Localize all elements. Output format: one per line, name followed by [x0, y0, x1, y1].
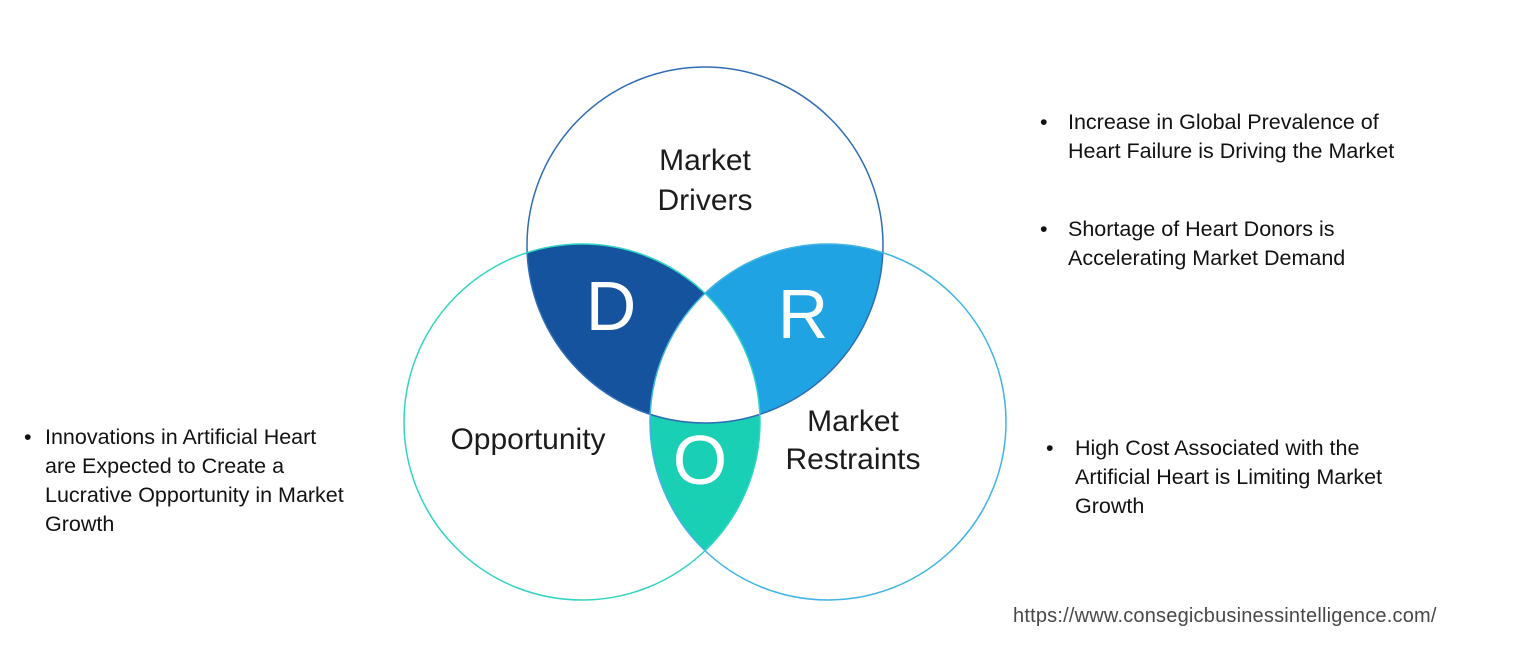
restraint-note-text: High Cost Associated with the Artificial… [1075, 436, 1383, 518]
driver-note-1-text: Increase in Global Prevalence of Heart F… [1068, 110, 1395, 163]
lens-letter-r: R [777, 275, 829, 353]
restraints-circle [649, 243, 1007, 601]
opportunity-label: Opportunity [450, 423, 606, 456]
bullet-icon: • [24, 425, 32, 449]
opportunity-note-text: Innovations in Artificial Heart are Expe… [45, 425, 344, 536]
lens-letter-d: D [585, 267, 637, 345]
source-url: https://www.consegicbusinessintelligence… [1013, 605, 1437, 627]
opportunity-note: • Innovations in Artificial Heart are Ex… [24, 423, 404, 539]
drivers-opportunity-lens [527, 243, 705, 415]
driver-note-1: • Increase in Global Prevalence of Heart… [1040, 108, 1460, 166]
bullet-icon: • [1040, 217, 1048, 241]
bullet-icon: • [1040, 110, 1048, 134]
driver-note-2: • Shortage of Heart Donors is Accelerati… [1040, 215, 1460, 273]
bullet-icon: • [1046, 436, 1054, 460]
restraint-note: • High Cost Associated with the Artifici… [1046, 434, 1466, 521]
market-restraints-label: Market Restraints [785, 405, 921, 476]
driver-note-2-text: Shortage of Heart Donors is Accelerating… [1068, 217, 1346, 270]
drivers-circle [526, 66, 884, 424]
drivers-restraints-lens [705, 243, 883, 415]
opportunity-circle [403, 243, 761, 601]
lens-letter-o: O [672, 421, 728, 499]
market-drivers-label: Market Drivers [657, 144, 753, 217]
